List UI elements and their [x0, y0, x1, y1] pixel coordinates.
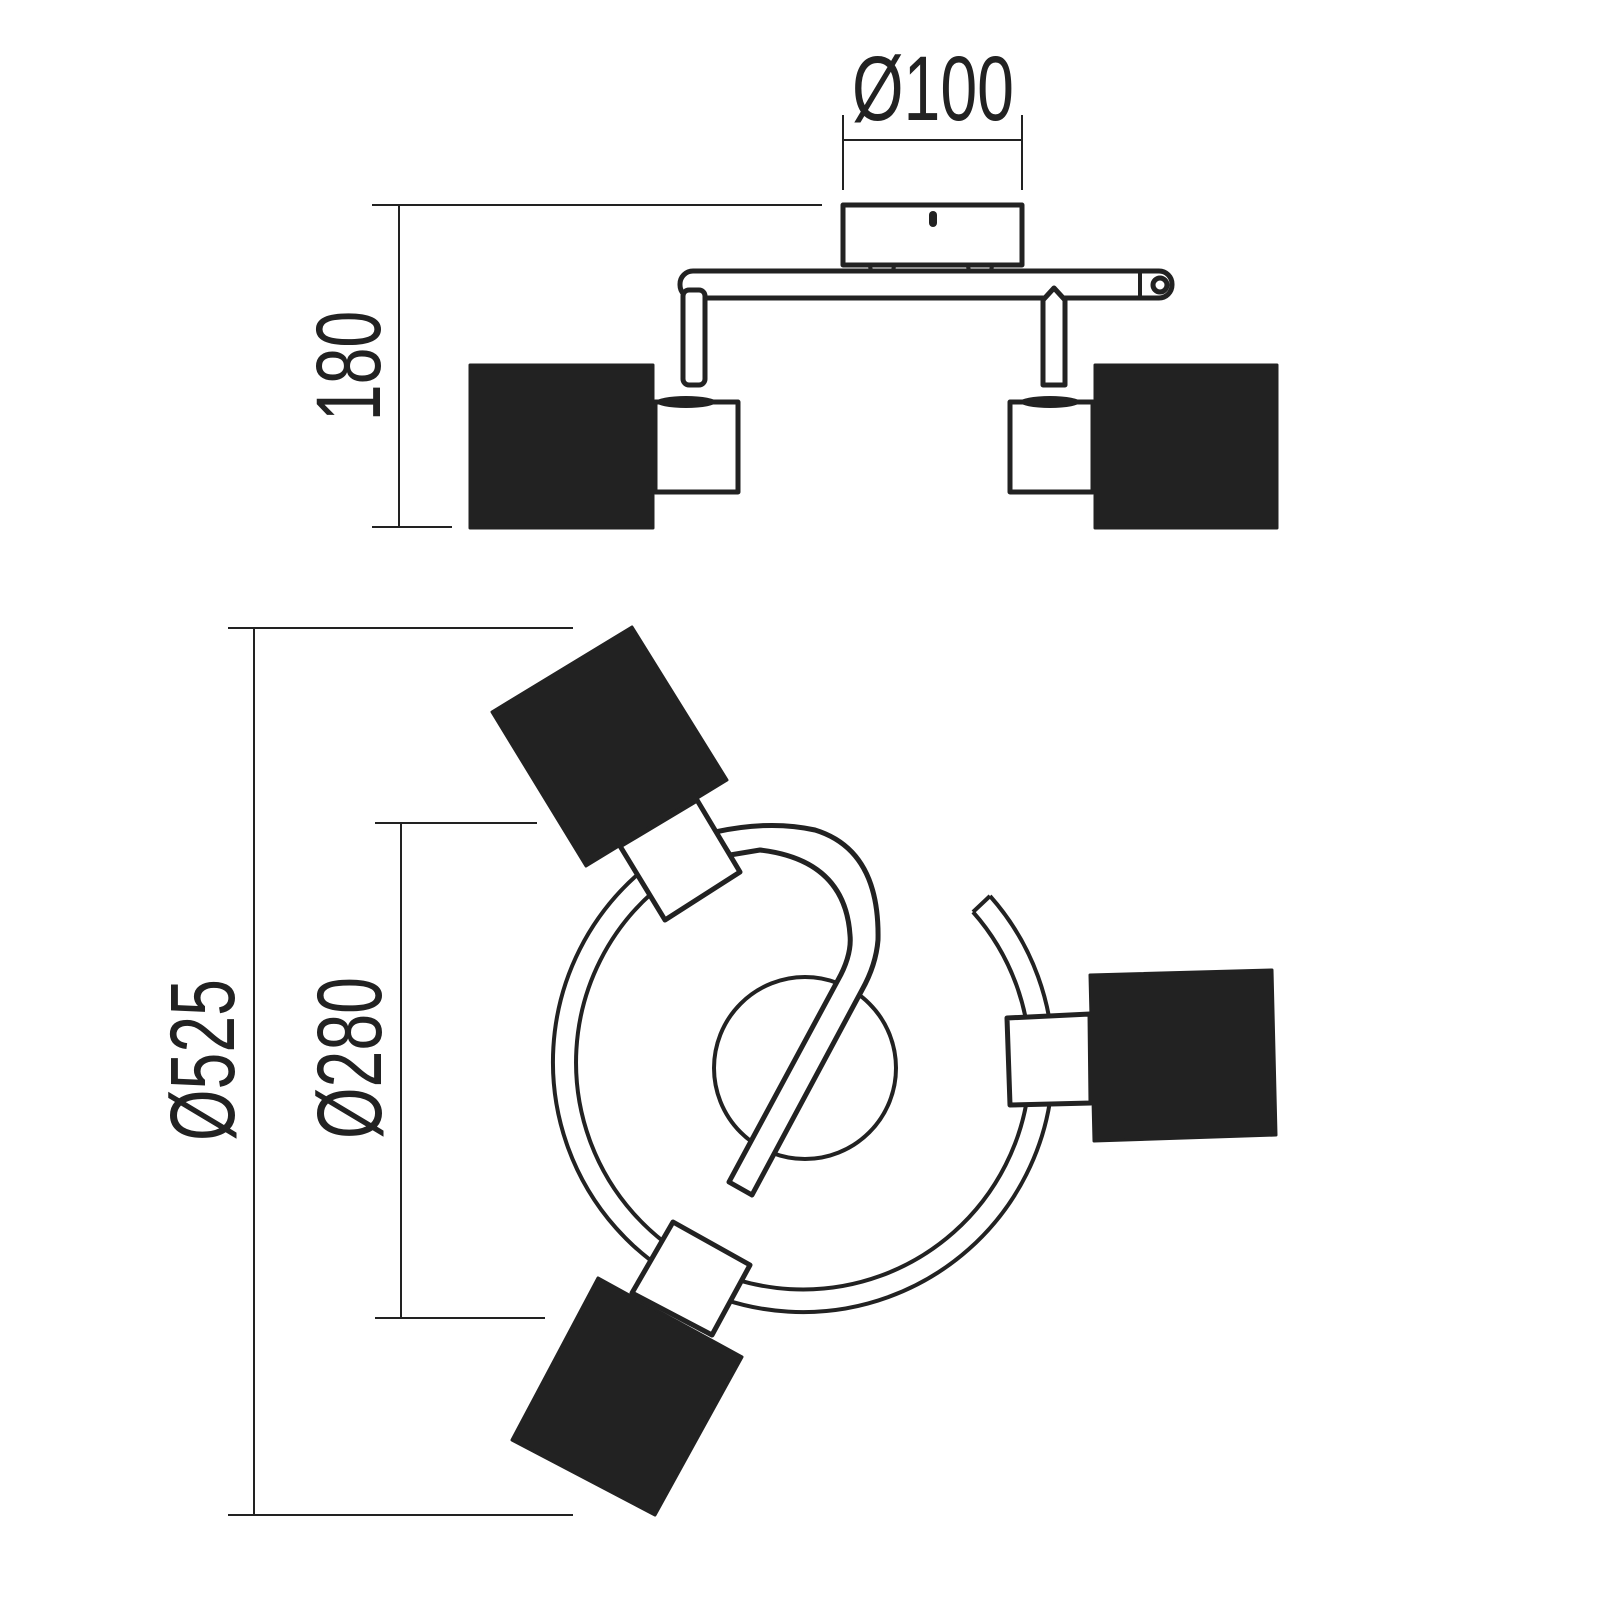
- canopy-diameter-label: Ø100: [852, 36, 1014, 139]
- mounting-bar: [677, 268, 1175, 301]
- height-label: 180: [296, 311, 399, 422]
- dimension-height: 180: [296, 204, 822, 528]
- left-shade: [468, 363, 655, 530]
- dimension-ring-diameter: Ø280: [297, 822, 545, 1319]
- right-spot: [1007, 285, 1279, 530]
- dimension-overall-diameter: Ø525: [150, 627, 573, 1516]
- canopy: [840, 202, 1025, 279]
- lower-left-spot: [510, 1219, 753, 1517]
- upper-left-spot: [490, 625, 743, 923]
- side-view: Ø100 180: [296, 36, 1279, 530]
- right-spot-top: [1004, 968, 1278, 1143]
- left-spot: [468, 287, 741, 530]
- upper-left-shade: [490, 625, 729, 868]
- lower-left-shade: [510, 1276, 744, 1517]
- dimension-canopy-diameter: Ø100: [842, 36, 1023, 190]
- overall-diameter-label: Ø525: [150, 979, 253, 1141]
- right-shade: [1093, 363, 1279, 530]
- center-canopy: [712, 975, 898, 1161]
- ring-diameter-label: Ø280: [297, 977, 400, 1139]
- right-shade-top: [1088, 968, 1278, 1143]
- top-view: Ø525 Ø280: [150, 625, 1278, 1517]
- ring: [551, 822, 1055, 1314]
